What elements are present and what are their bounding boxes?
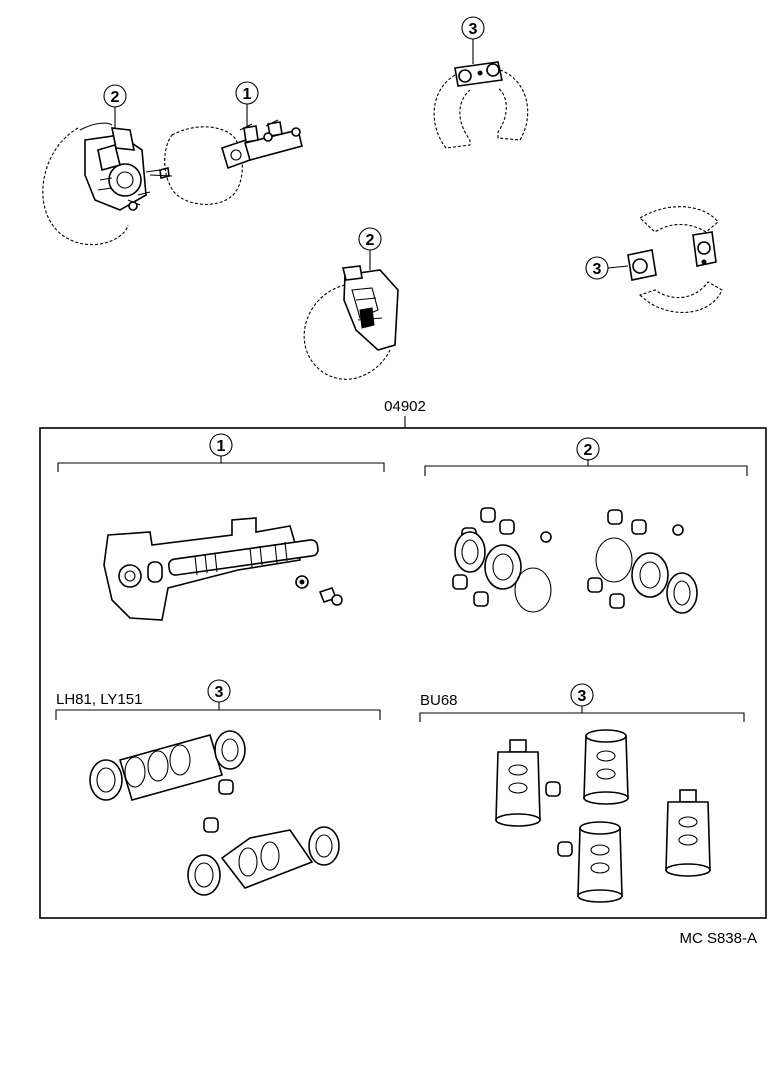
bracket-kit-master: 1 (57, 433, 385, 472)
callout-top-shoe-a: 3 (461, 16, 485, 64)
brake-booster-outline (149, 126, 243, 205)
callout-number: 1 (217, 438, 226, 455)
callout-number: 3 (215, 684, 224, 701)
callout-top-master: 1 (235, 81, 259, 126)
drum-shoe-assembly-b (627, 206, 723, 313)
kit-number: 04902 (384, 398, 426, 428)
kit-frame (39, 427, 767, 919)
bracket-kit-wheel-bu: BU68 3 (419, 683, 745, 722)
master-cylinder-kit-parts (103, 517, 343, 621)
callout-number: 3 (593, 261, 602, 278)
callout-number: 2 (111, 89, 120, 106)
drum-shoe-assembly-a (433, 61, 529, 149)
variant-lh-label: LH81, LY151 (56, 691, 142, 708)
callout-mid-brake-b: 2 (358, 227, 382, 270)
caliper-kit-parts (452, 507, 698, 614)
master-cylinder-assembly (221, 119, 303, 170)
wheel-cylinder-kit-bu-parts (495, 729, 711, 903)
disc-brake-assembly-b (303, 265, 399, 380)
callout-mid-shoe-b: 3 (585, 256, 629, 280)
variant-bu-label: BU68 (420, 692, 458, 709)
wheel-cylinder-kit-lh-parts (89, 730, 340, 896)
kit-number-label: 04902 (384, 398, 426, 415)
disc-brake-assembly-a (42, 122, 170, 246)
drawing-code: MC S838-A (679, 930, 757, 947)
callout-number: 3 (469, 21, 478, 38)
callout-number: 2 (366, 232, 375, 249)
callout-top-brake-a: 2 (103, 84, 127, 128)
callout-number: 2 (584, 442, 593, 459)
bracket-kit-caliper: 2 (424, 437, 748, 476)
bracket-kit-wheel-lh: LH81, LY151 3 (55, 679, 381, 720)
callout-number: 1 (243, 86, 252, 103)
callout-number: 3 (578, 688, 587, 705)
